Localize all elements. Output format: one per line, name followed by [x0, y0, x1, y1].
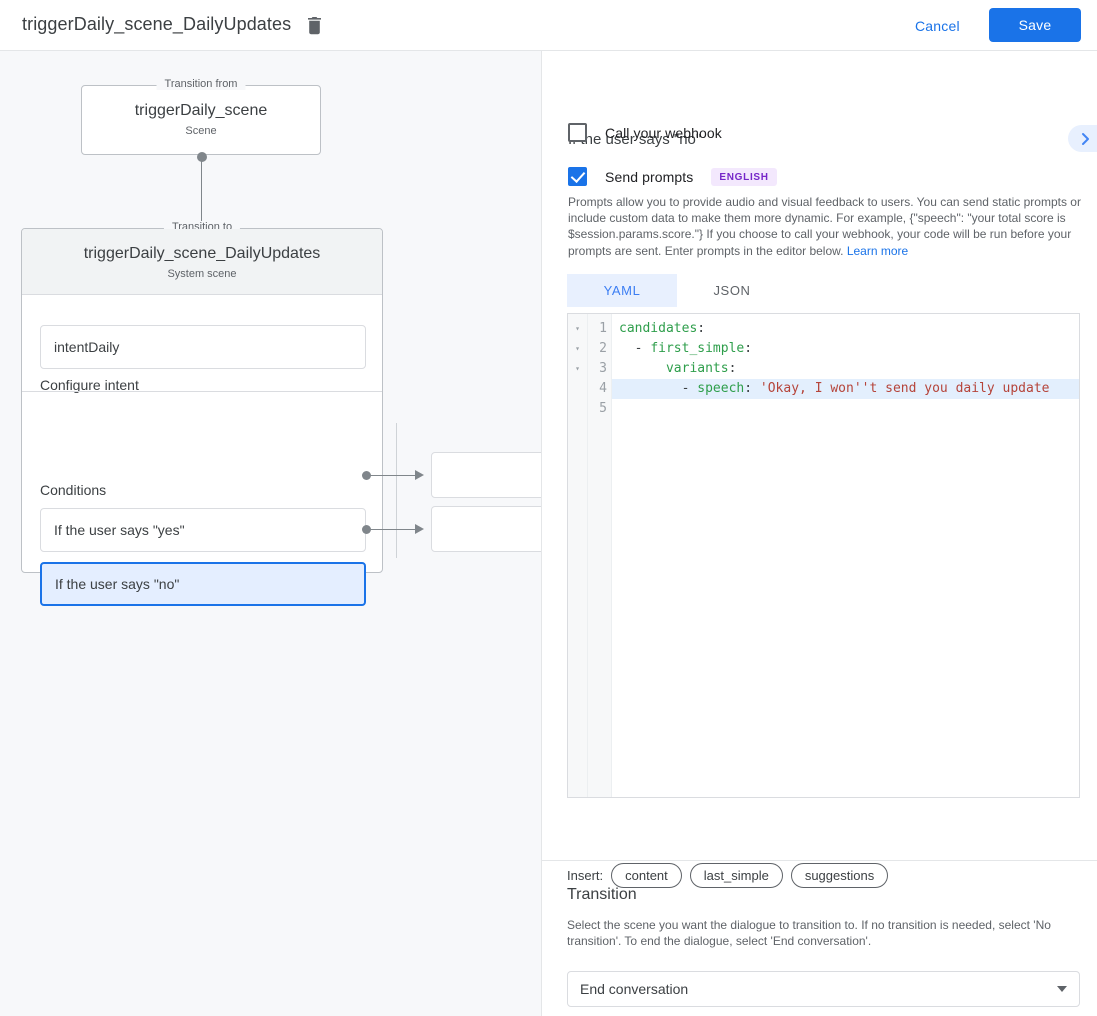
details-panel: If the user says "no" Call your webhook … — [541, 51, 1097, 1016]
code-text-area[interactable]: candidates: - first_simple: variants: - … — [612, 314, 1079, 797]
send-prompts-row[interactable]: Send prompts ENGLISH — [568, 167, 777, 186]
call-webhook-checkbox[interactable] — [568, 123, 587, 142]
cancel-button[interactable]: Cancel — [907, 13, 968, 38]
fold-marker[interactable]: ▾ — [575, 364, 580, 373]
transition-from-title: triggerDaily_scene — [134, 102, 268, 119]
prompts-description-text: Prompts allow you to provide audio and v… — [568, 195, 1081, 258]
tab-yaml[interactable]: YAML — [567, 274, 677, 307]
condition-row-yes[interactable]: If the user says "yes" — [40, 508, 366, 552]
call-webhook-row[interactable]: Call your webhook — [568, 123, 722, 142]
scene-graph-canvas[interactable]: Transition from triggerDaily_scene Scene… — [0, 51, 541, 1016]
learn-more-link[interactable]: Learn more — [846, 243, 909, 258]
line-number: 5 — [599, 401, 607, 416]
target-node-no[interactable] — [431, 506, 541, 552]
send-prompts-checkbox[interactable] — [568, 167, 587, 186]
code-line-number-gutter: 1 2 3 4 5 — [588, 314, 612, 797]
connector-line — [201, 157, 202, 251]
condition-row-no[interactable]: If the user says "no" — [40, 562, 366, 606]
chevron-right-icon[interactable] — [1068, 125, 1097, 152]
transition-selected-value: End conversation — [580, 981, 689, 997]
page-title: triggerDaily_scene_DailyUpdates — [22, 14, 292, 34]
code-line[interactable] — [612, 399, 1079, 419]
code-line[interactable]: candidates: — [619, 321, 706, 336]
connector-dot — [197, 152, 207, 162]
line-number: 1 — [599, 321, 607, 336]
transition-description: Select the scene you want the dialogue t… — [567, 918, 1051, 949]
edge-line-yes — [369, 475, 417, 476]
node-section-divider — [22, 391, 382, 392]
insert-chips-row: Insert: content last_simple suggestions — [567, 863, 896, 888]
panel-title: If the user says "no" — [568, 131, 702, 148]
call-webhook-label: Call your webhook — [605, 124, 722, 141]
code-line[interactable]: variants: — [665, 361, 737, 376]
fold-marker[interactable]: ▾ — [575, 324, 580, 333]
editor-format-tabs[interactable]: YAML JSON — [567, 274, 787, 307]
intent-field[interactable]: intentDaily — [40, 325, 366, 369]
code-line[interactable]: - first_simple: — [619, 341, 753, 356]
insert-label: Insert: — [567, 868, 604, 883]
transition-select[interactable]: End conversation — [567, 971, 1080, 1007]
prompts-description: Prompts allow you to provide audio and v… — [568, 194, 1086, 259]
line-number: 2 — [599, 341, 607, 356]
configure-intent-label: Configure intent — [40, 377, 139, 393]
code-fold-gutter[interactable]: ▾ ▾ ▾ — [568, 314, 588, 797]
edge-dot-no — [362, 525, 371, 534]
transition-from-legend: Transition from — [156, 78, 246, 90]
trash-icon[interactable] — [303, 15, 325, 37]
edge-arrow-no-icon — [415, 524, 424, 534]
chevron-down-icon[interactable] — [1057, 986, 1067, 992]
transition-to-title: triggerDaily_scene_DailyUpdates — [83, 245, 321, 262]
tab-json[interactable]: JSON — [713, 283, 751, 298]
top-app-bar: triggerDaily_scene_DailyUpdates Cancel S… — [0, 0, 1097, 51]
target-node-yes[interactable] — [431, 452, 541, 498]
edge-line-no — [369, 529, 417, 530]
transition-to-subtitle: System scene — [167, 268, 237, 280]
transition-to-node[interactable]: Transition to triggerDaily_scene_DailyUp… — [21, 221, 383, 606]
insert-chip-content[interactable]: content — [611, 863, 682, 888]
line-number: 4 — [599, 381, 607, 396]
transition-section-title: Transition — [567, 886, 637, 903]
line-number: 3 — [599, 361, 607, 376]
code-line[interactable]: - speech: 'Okay, I won''t send you daily… — [612, 379, 1079, 399]
edge-arrow-yes-icon — [415, 470, 424, 480]
language-badge: ENGLISH — [711, 167, 777, 186]
transition-to-header: triggerDaily_scene_DailyUpdates System s… — [22, 229, 382, 295]
send-prompts-label: Send prompts — [605, 168, 694, 185]
fold-marker — [568, 399, 587, 419]
transition-from-node[interactable]: Transition from triggerDaily_scene Scene — [81, 78, 321, 155]
canvas-guide-line — [396, 423, 397, 558]
fold-marker — [568, 379, 587, 399]
insert-chip-last-simple[interactable]: last_simple — [689, 863, 783, 888]
fold-marker[interactable]: ▾ — [575, 344, 580, 353]
transition-from-subtitle: Scene — [185, 125, 217, 137]
prompt-code-editor[interactable]: ▾ ▾ ▾ 1 2 3 4 5 candidates: - first_simp… — [567, 313, 1080, 798]
panel-section-divider — [542, 860, 1097, 861]
insert-chip-suggestions[interactable]: suggestions — [790, 863, 889, 888]
edge-dot-yes — [362, 471, 371, 480]
save-button[interactable]: Save — [989, 8, 1081, 42]
conditions-label: Conditions — [40, 482, 107, 498]
